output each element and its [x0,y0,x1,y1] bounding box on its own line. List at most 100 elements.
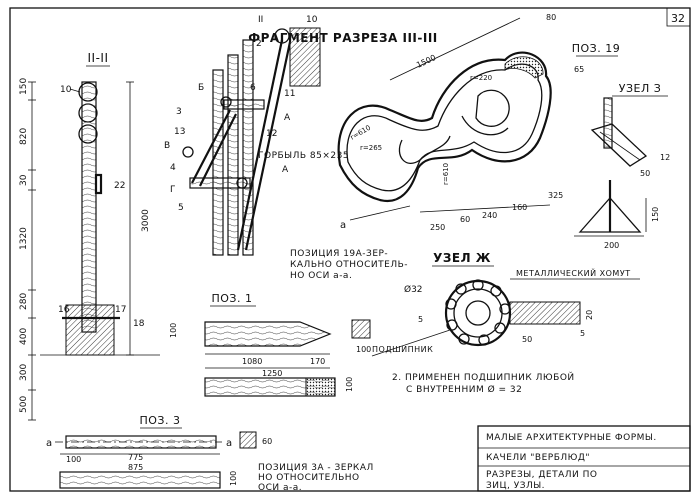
poz3a-note-3: ОСИ а-а. [258,483,302,493]
callout-a2: А [282,165,289,175]
dim-3000: 3000 [141,209,151,232]
callout-ii: II [258,15,263,25]
dim-1080: 1080 [242,357,262,366]
camel-outline [337,51,552,203]
dim-160: 160 [512,203,527,212]
title-line-4: ЗИЦ, УЗЛЫ. [486,481,545,491]
uzel-zh-view: УЗЕЛ Ж МЕТАЛЛИЧЕСКИЙ ХОМУТ Ø32 5 50 20 5… [371,251,640,395]
dim-r610b: r=610 [442,163,450,185]
title-block: МАЛЫЕ АРХИТЕКТУРНЫЕ ФОРМЫ. КАЧЕЛИ "ВЕРБЛ… [477,425,691,492]
dim-400: 400 [19,328,29,345]
dim-5-a: 5 [418,315,423,324]
sheet-frame [9,7,691,492]
dim-100-poz3: 100 [66,455,81,464]
poz19-title: ПОЗ. 19 [572,42,620,55]
uzel3-view: УЗЕЛ З 65 12 50 200 150 [574,65,670,250]
post [81,81,97,333]
callout-3: 3 [176,107,182,117]
dim-12: 12 [660,153,670,162]
dim-r220: r=220 [470,74,492,82]
poz3a-note-2: НО ОТНОСИТЕЛЬНО [258,473,360,483]
callout-v: В [164,141,170,151]
bearing-diameter: Ø32 [404,284,423,295]
dim-100-a: 100 [169,323,178,338]
callout-b: Б [198,83,204,93]
callout-4: 4 [170,163,176,173]
poz19a-note-2: КАЛЬНО ОТНОСИТЕЛЬ- [290,260,408,270]
bearing-label: ПОДШИПНИК [372,345,433,354]
dim-100-poz3b: 100 [229,471,238,486]
dim-5-b: 5 [580,329,585,338]
callout-18: 18 [133,319,145,329]
bearing-note-2: С ВНУТРЕННИМ Ø = 32 [406,384,522,395]
callout-2: 2 [256,39,262,49]
callout-11: 11 [284,89,295,99]
poz3a-note-1: ПОЗИЦИЯ 3А - ЗЕРКАЛ [258,463,374,473]
dim-r265: r=265 [360,144,382,152]
callout-10: 10 [60,85,72,95]
title-line-2: КАЧЕЛИ "ВЕРБЛЮД" [486,453,590,463]
callout-22: 22 [114,181,125,191]
dim-1320: 1320 [19,227,29,250]
footing [65,304,115,356]
dim-30: 30 [19,174,29,186]
title-line-1: МАЛЫЕ АРХИТЕКТУРНЫЕ ФОРМЫ. [486,433,657,443]
section-ii-title: II-II [88,51,109,65]
callout-5: 5 [178,203,184,213]
dim-20: 20 [585,310,594,320]
callout-g: Г [170,185,176,195]
dim-60: 60 [460,215,470,224]
dim-500: 500 [19,396,29,413]
callout-12: 12 [266,129,277,139]
dim-200: 200 [604,241,619,250]
dim-65: 65 [574,65,584,74]
poz19a-note-3: НО ОСИ а-а. [290,271,352,281]
axis-a-left: а [46,438,52,449]
callout-a: A [284,113,291,123]
callout-6: 6 [250,83,256,93]
dim-100-b: 100 [345,377,354,392]
dim-r610: r=610 [349,124,372,142]
fragment-title: ФРАГМЕНТ РАЗРЕЗА III-III [248,31,438,45]
dim-300: 300 [19,364,29,381]
callout-17: 17 [115,305,126,315]
axis-a-right: а [226,438,232,449]
dim-820: 820 [19,128,29,145]
dim-1500: 1500 [415,53,437,70]
poz1-title: ПОЗ. 1 [212,292,253,305]
poz1-board [204,321,332,347]
clamp-bar [509,301,581,325]
section-ii-view: II-II 150 820 30 1320 280 400 300 500 [19,51,160,421]
dim-60: 60 [262,437,272,446]
poz3-view: ПОЗ. 3 а а 100 775 875 60 100 ПОЗИЦИЯ 3А… [46,414,374,493]
poz1-view: ПОЗ. 1 100 1080 170 1250 100 100 [169,292,371,397]
dim-80: 80 [546,13,556,22]
dim-325: 325 [548,191,563,200]
poz19a-note-1: ПОЗИЦИЯ 19А-ЗЕР- [290,249,388,259]
dim-150: 150 [19,78,29,95]
gorbyl-note: ГОРБЫЛЬ 85×235 [258,151,349,161]
bearing-note-1: 2. ПРИМЕНЕН ПОДШИПНИК ЛЮБОЙ [392,371,575,383]
uzel-zh-title: УЗЕЛ Ж [433,251,491,265]
callout-10b: 10 [306,15,318,25]
dim-100-c: 100 [356,345,371,354]
callout-13: 13 [174,127,185,137]
callout-16: 16 [58,305,70,315]
dim-775: 775 [128,453,143,462]
sheet-number-box [666,7,691,27]
dim-280: 280 [19,293,29,310]
dim-250: 250 [430,223,445,232]
uzel3-title: УЗЕЛ З [619,82,662,95]
poz3-board [65,435,217,449]
dim-1250: 1250 [262,369,282,378]
dim-875: 875 [128,463,143,472]
dim-170: 170 [310,357,325,366]
dim-50: 50 [640,169,650,178]
dim-50: 50 [522,335,532,344]
clamp-label: МЕТАЛЛИЧЕСКИЙ ХОМУТ [516,267,631,278]
title-line-3: РАЗРЕЗЫ, ДЕТАЛИ ПО [486,470,598,480]
poz19-view: ПОЗ. 19 1500 80 r=220 r=610 r=265 r=610 … [290,13,620,281]
dim-240: 240 [482,211,497,220]
sheet-number: 32 [671,12,685,25]
